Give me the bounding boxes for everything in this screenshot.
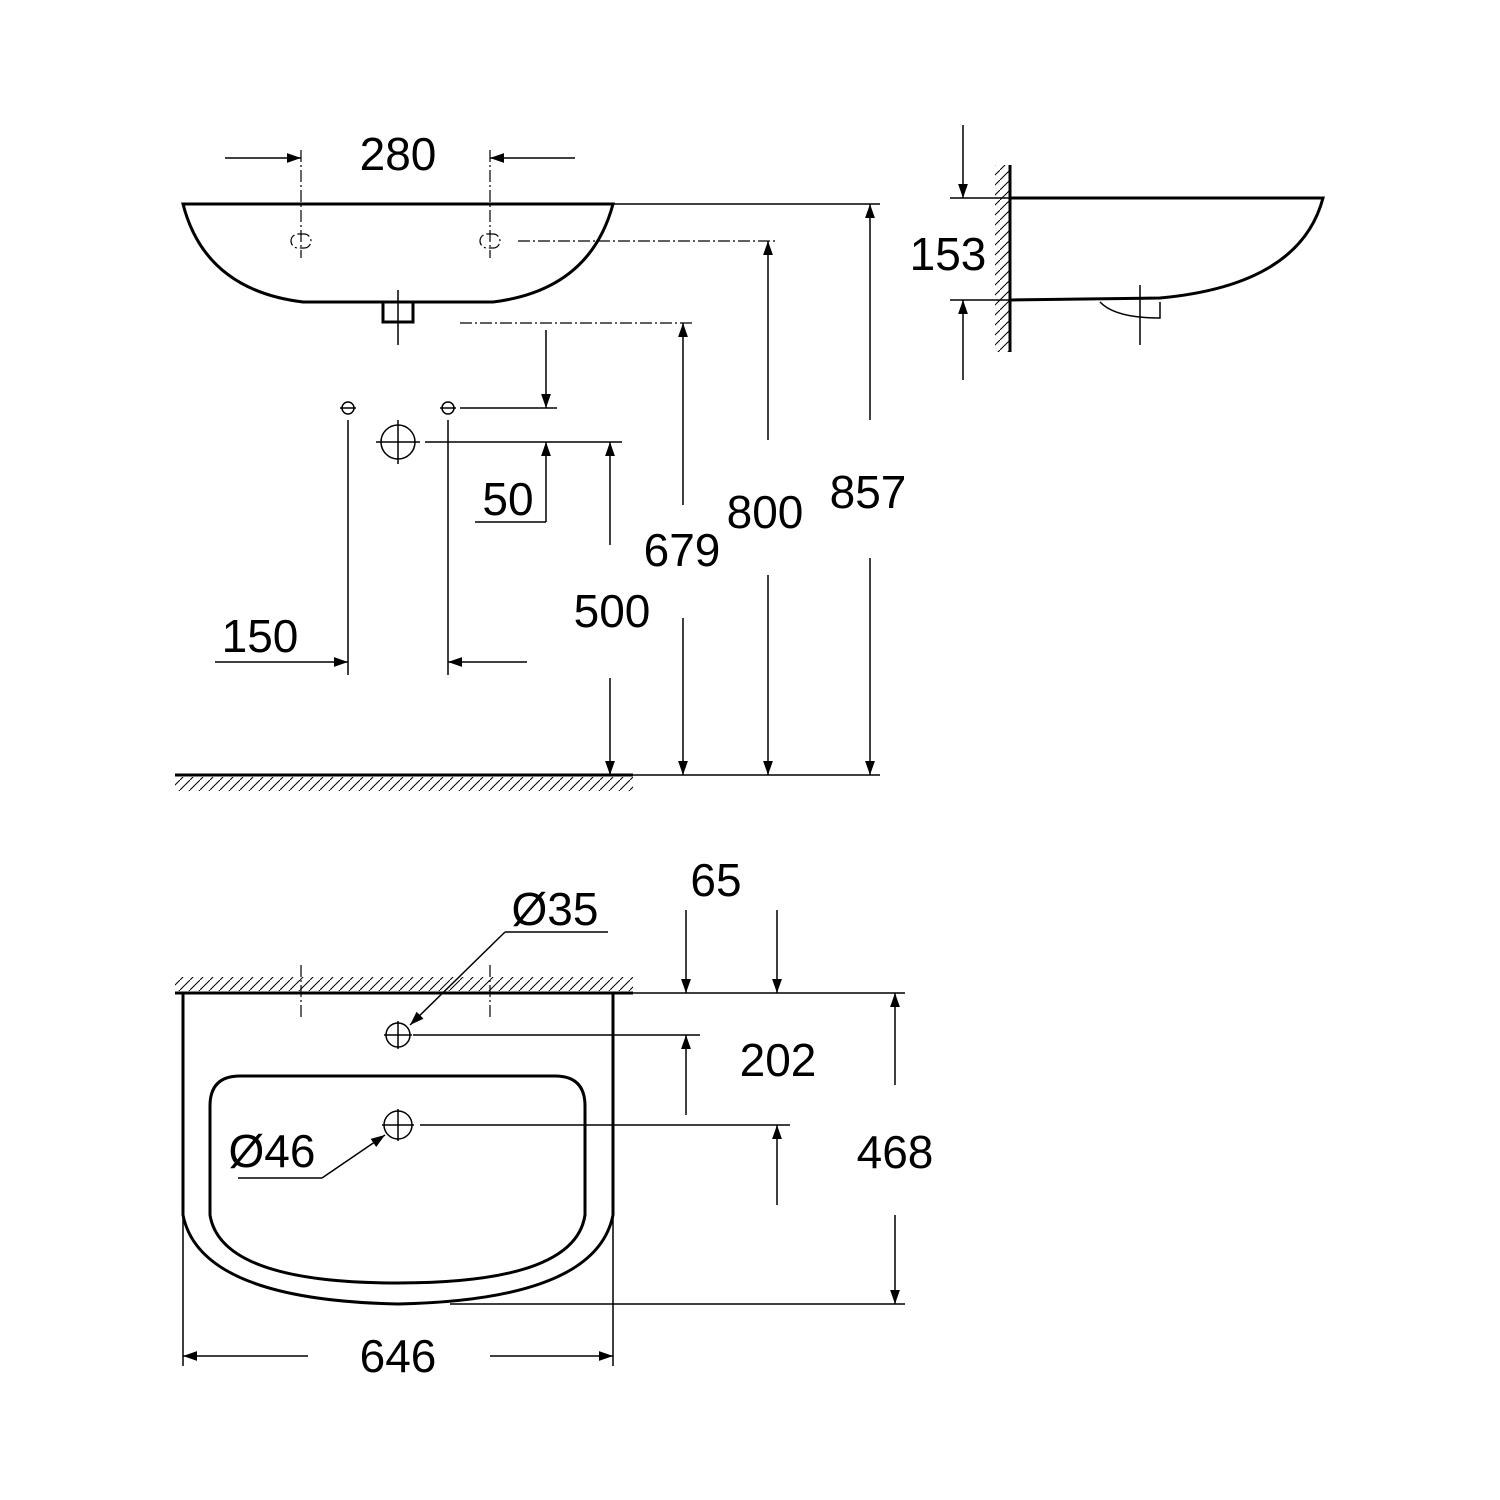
basin-bowl-outline <box>208 1074 587 1285</box>
side-view: 153 <box>910 125 1325 380</box>
dim-tap-hole-diameter: Ø35 <box>512 883 599 935</box>
dim-trap-height: 679 <box>644 524 721 576</box>
plan-view: Ø35 Ø46 65 202 468 646 <box>175 854 933 1382</box>
dim-tap-height: 800 <box>727 486 804 538</box>
dim-tap-hole-offset: 65 <box>690 854 741 906</box>
tap-hole-right <box>479 233 501 249</box>
dim-plan-depth: 468 <box>857 1126 934 1178</box>
front-view: 280 150 50 857 800 679 500 <box>175 128 906 791</box>
basin-plan-outline <box>181 993 615 1306</box>
dim-side-depth: 153 <box>910 228 987 280</box>
wall-hatch-plan <box>175 977 633 991</box>
basin-side-outline <box>1009 196 1325 302</box>
dim-waste-diameter: Ø46 <box>229 1125 316 1177</box>
basin-front-outline <box>181 202 615 304</box>
dim-waste-height: 500 <box>574 585 651 637</box>
dim-width: 646 <box>360 1330 437 1382</box>
tap-hole-left <box>290 233 312 249</box>
wall-hatch <box>995 165 1009 352</box>
dim-overall-height: 857 <box>830 466 907 518</box>
dim-waste-offset: 202 <box>740 1034 817 1086</box>
dim-supply-spacing: 150 <box>222 610 299 662</box>
dim-tap-spacing: 280 <box>360 128 437 180</box>
dim-supply-offset: 50 <box>482 473 533 525</box>
floor-hatch <box>175 777 633 791</box>
